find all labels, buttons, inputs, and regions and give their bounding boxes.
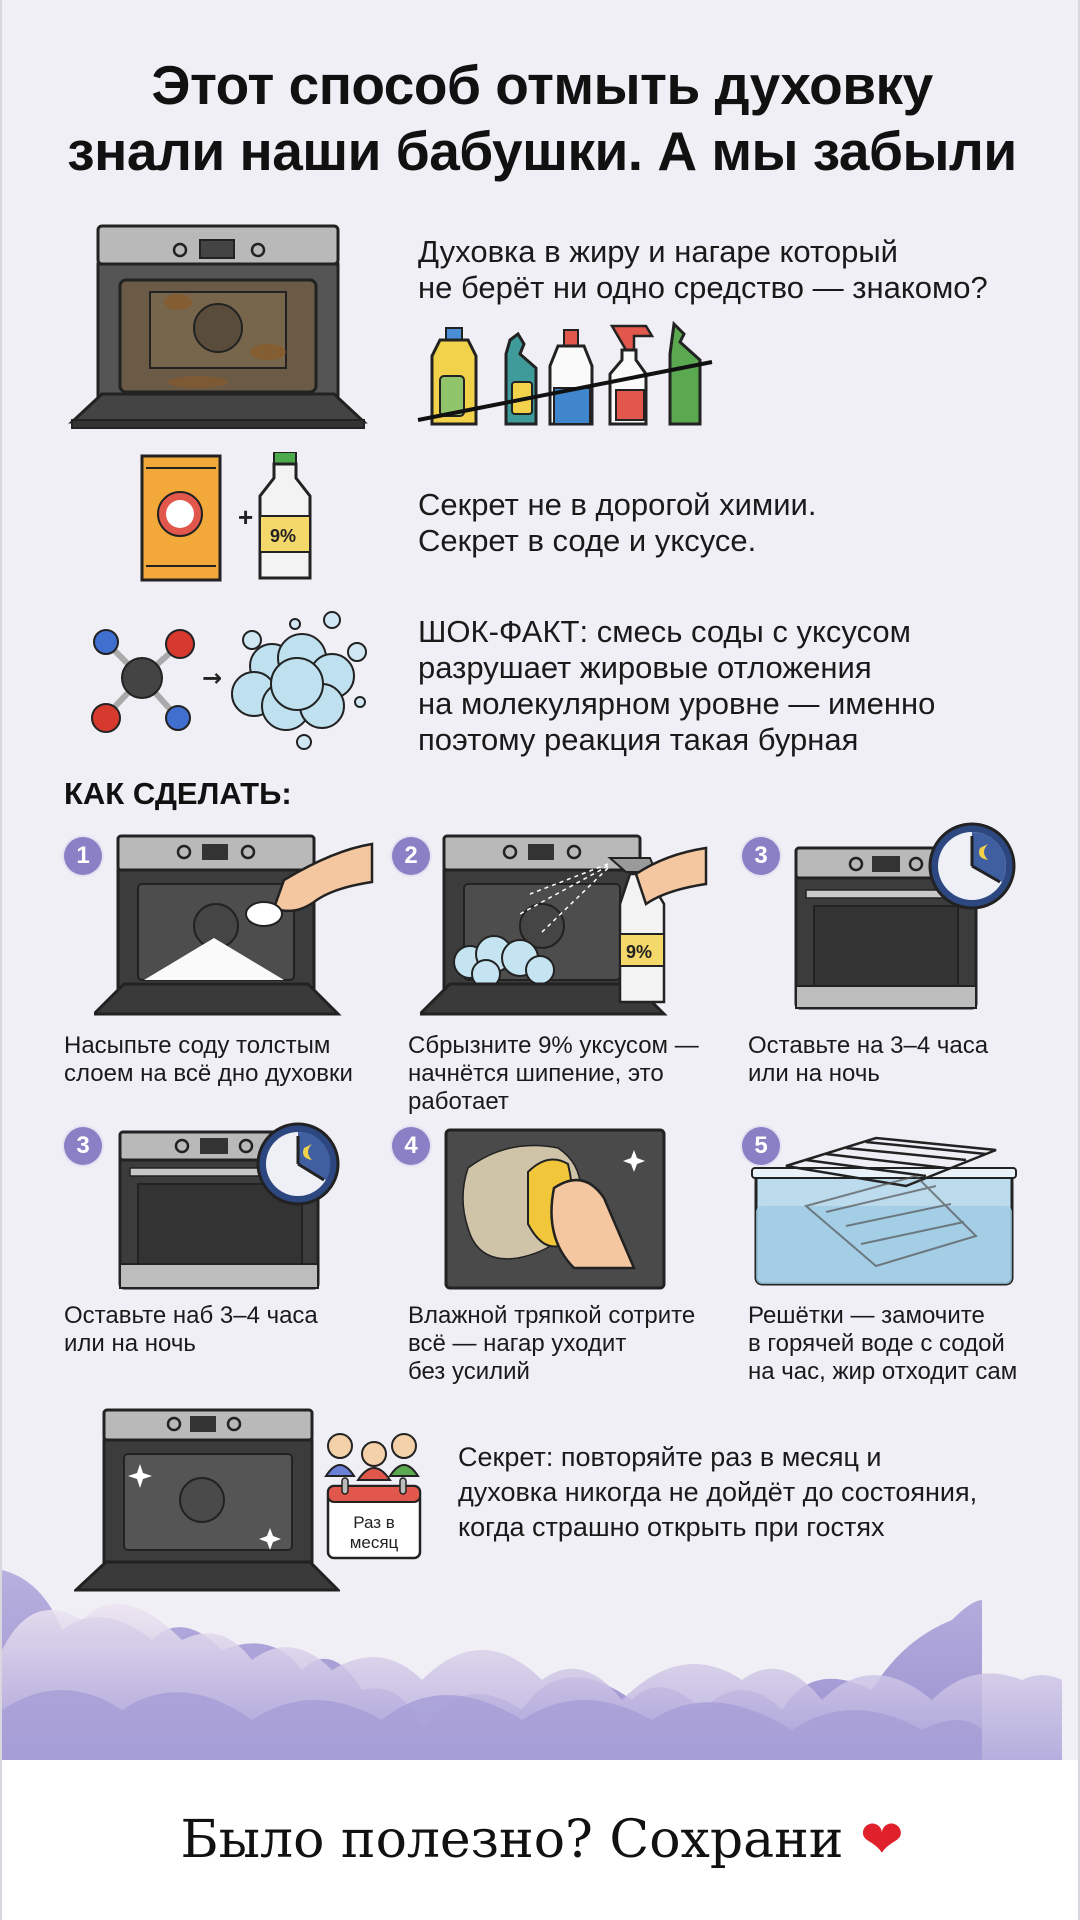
step-4-line-2: всё — нагар уходит: [408, 1330, 627, 1357]
svg-text:9%: 9%: [626, 942, 652, 962]
tip-text: Секрет: повторяйте раз в месяц и духовка…: [458, 1440, 977, 1545]
svg-text:месяц: месяц: [350, 1533, 399, 1552]
step-4-line-3: без усилий: [408, 1358, 530, 1385]
save-prompt: Было полезно? Сохрани ❤: [2, 1810, 1080, 1870]
step-2-badge: 2: [392, 837, 430, 875]
step-4-line-1: Влажной тряпкой сотрите: [408, 1302, 696, 1329]
step-3-line-1: Оставьте на 3–4 часа: [748, 1032, 989, 1059]
infographic: Этот способ отмыть духовку знали наши ба…: [0, 0, 1080, 1760]
problem-line-1: Духовка в жиру и нагаре который: [418, 234, 898, 269]
step-4-badge: 4: [392, 1127, 430, 1165]
clouds-decoration: [2, 1570, 1062, 1760]
step-3-wait-oven-icon: [794, 822, 1016, 1010]
howto-heading: КАК СДЕЛАТЬ:: [64, 776, 292, 811]
family-calendar-icon: Раз в месяц: [324, 1433, 422, 1560]
page-title: Этот способ отмыть духовку знали наши ба…: [2, 52, 1080, 184]
secret-line-2: Секрет в соде и уксусе.: [418, 523, 757, 558]
step-5-line-2: в горячей воде с содой: [748, 1330, 1005, 1357]
step-3b-line-2: или на ночь: [64, 1330, 196, 1357]
step-3b-badge: 3: [64, 1127, 102, 1165]
secret-text: Секрет не в дорогой химии. Секрет в соде…: [418, 487, 817, 559]
shock-fact-text: ШОК-ФАКТ: смесь соды с уксусом разрушает…: [418, 614, 935, 758]
step-2-caption: Сбрызните 9% уксусом — начнётся шипение,…: [408, 1032, 699, 1116]
fact-line-4: поэтому реакция такая бурная: [418, 722, 859, 757]
secret-line-1: Секрет не в дорогой химии.: [418, 487, 817, 522]
title-line-1: Этот способ отмыть духовку: [151, 54, 933, 116]
tip-line-2: духовка никогда не дойдёт до состояния,: [458, 1477, 978, 1507]
step-2-line-2: начнётся шипение, это: [408, 1060, 664, 1087]
svg-text:→: →: [202, 664, 222, 692]
problem-text: Духовка в жиру и нагаре который не берёт…: [418, 234, 988, 306]
tip-line-3: когда страшно открыть при гостях: [458, 1512, 885, 1542]
step-4-wipe-sponge-icon: [444, 1128, 666, 1290]
step-3-line-2: или на ночь: [748, 1060, 880, 1087]
svg-text:9%: 9%: [270, 526, 296, 546]
fact-line-2: разрушает жировые отложения: [418, 650, 872, 685]
step-3b-line-1: Оставьте наб 3–4 часа: [64, 1302, 318, 1329]
step-1-line-1: Насыпьте соду толстым: [64, 1032, 331, 1059]
heart-icon: ❤: [859, 1810, 904, 1870]
footer: Было полезно? Сохрани ❤: [0, 1760, 1080, 1920]
dirty-oven-icon: [68, 224, 368, 429]
tip-line-1: Секрет: повторяйте раз в месяц и: [458, 1442, 882, 1472]
step-1-caption: Насыпьте соду толстым слоем на всё дно д…: [64, 1032, 353, 1088]
step-3-badge: 3: [742, 837, 780, 875]
svg-text:+: +: [238, 502, 253, 532]
fact-line-1: ШОК-ФАКТ: смесь соды с уксусом: [418, 614, 911, 649]
title-line-2: знали наши бабушки. А мы забыли: [67, 120, 1017, 182]
step-5-line-1: Решётки — замочите: [748, 1302, 985, 1329]
step-5-caption: Решётки — замочите в горячей воде с содо…: [748, 1302, 1017, 1386]
step-4-caption: Влажной тряпкой сотрите всё — нагар уход…: [408, 1302, 695, 1386]
step-2-line-3: работает: [408, 1088, 509, 1115]
step-1-badge: 1: [64, 837, 102, 875]
step-3b-wait-oven-icon: [118, 1122, 340, 1290]
step-2-spray-vinegar-icon: 9%: [420, 834, 708, 1016]
step-2-line-1: Сбрызните 9% уксусом —: [408, 1032, 699, 1059]
step-5-soak-racks-icon: [751, 1136, 1017, 1286]
step-3-caption: Оставьте на 3–4 часа или на ночь: [748, 1032, 988, 1088]
step-5-badge: 5: [742, 1127, 780, 1165]
step-1-soda-oven-icon: [94, 834, 374, 1016]
step-1-line-2: слоем на всё дно духовки: [64, 1060, 353, 1087]
svg-text:Раз в: Раз в: [353, 1513, 395, 1532]
molecule-to-foam-icon: →: [91, 611, 367, 750]
clean-oven-icon: [74, 1408, 340, 1592]
fact-line-3: на молекулярном уровне — именно: [418, 686, 936, 721]
problem-line-2: не берёт ни одно средство — знакомо?: [418, 270, 988, 305]
step-5-line-3: на час, жир отходит сам: [748, 1358, 1018, 1385]
soda-plus-vinegar-icon: + 9%: [140, 452, 312, 582]
cleaning-products-crossed-icon: [417, 320, 713, 426]
save-prompt-text: Было полезно? Сохрани: [180, 1810, 844, 1870]
step-3b-caption: Оставьте наб 3–4 часа или на ночь: [64, 1302, 318, 1358]
